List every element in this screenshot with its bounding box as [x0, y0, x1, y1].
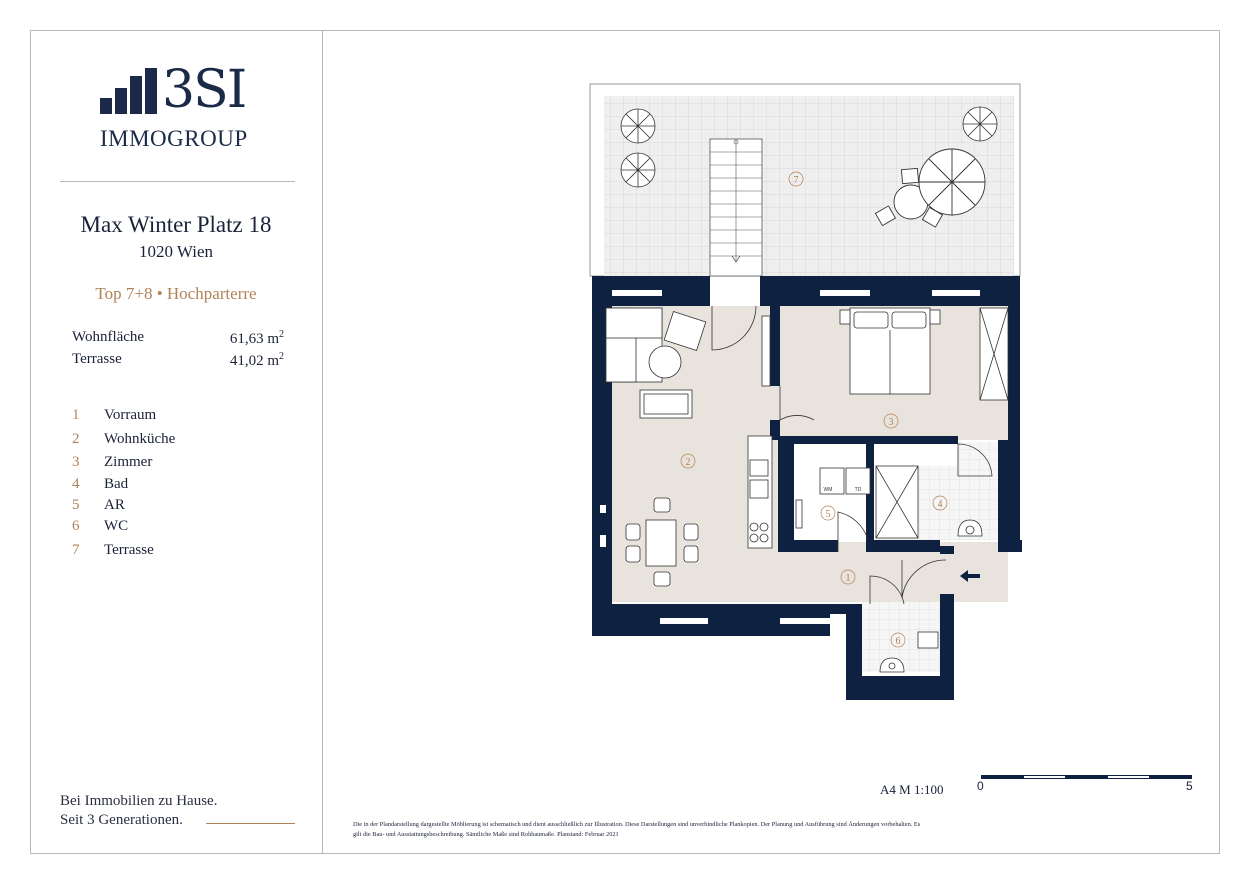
area-row-terrace: Terrasse 41,02 m2: [72, 351, 284, 369]
slogan-rule: [206, 823, 295, 824]
page-frame: [30, 30, 1220, 854]
scale-max: 5: [1186, 779, 1193, 793]
logo-wordmark: 3SI: [162, 60, 247, 120]
disclaimer: Die in der Plandarstellung dargestellte …: [353, 820, 993, 840]
slogan-line-2: Seit 3 Generationen.: [60, 812, 183, 828]
appliance-label-td: TD: [855, 487, 862, 493]
disclaimer-line-1: Die in der Plandarstellung dargestellte …: [353, 821, 921, 828]
plant-icon: [620, 106, 998, 188]
unit-title: Top 7+8 • Hochparterre: [95, 284, 257, 303]
room-labels: [680, 413, 948, 648]
scale-label: A4 M 1:100: [880, 782, 944, 797]
stairs: [709, 138, 763, 277]
column-divider: [322, 30, 323, 854]
furniture: [605, 307, 1009, 673]
address-street: Max Winter Platz 18: [80, 212, 272, 237]
terrace: 7: [589, 83, 1021, 277]
entrance-arrow-icon: [960, 570, 980, 582]
appliance-label-wm: WM: [824, 487, 833, 493]
logo-bars-icon: [100, 68, 157, 114]
terrace-table-set: [874, 148, 986, 228]
brand-logo: 3SI IMMOGROUP: [100, 60, 260, 156]
scale-bar: [981, 775, 1192, 779]
scale-min: 0: [977, 779, 984, 793]
room-label-1: 1: [846, 573, 851, 584]
walls: [592, 276, 1022, 700]
logo-subtitle: IMMOGROUP: [100, 126, 248, 151]
doors: [711, 305, 993, 605]
area-label: Terrasse: [72, 351, 122, 367]
area-label: Wohnfläche: [72, 329, 145, 345]
floor-plan: 7: [589, 83, 1022, 700]
header-rule: [60, 181, 295, 182]
room-label-2: 2: [686, 457, 691, 468]
slogan-line-1: Bei Immobilien zu Hause.: [60, 793, 218, 809]
area-value: 61,63 m2: [229, 329, 284, 347]
room-label-5: 5: [826, 509, 831, 520]
room-label-7: 7: [794, 175, 799, 186]
room-label-3: 3: [889, 417, 894, 428]
room-label-4: 4: [938, 499, 943, 510]
area-row-living: Wohnfläche 61,63 m2: [72, 329, 284, 347]
disclaimer-line-2: gilt die Bau- und Ausstattungsbeschreibu…: [353, 831, 619, 838]
room-label-6: 6: [896, 636, 901, 647]
address-city: 1020 Wien: [138, 242, 214, 261]
area-value: 41,02 m2: [229, 351, 284, 369]
